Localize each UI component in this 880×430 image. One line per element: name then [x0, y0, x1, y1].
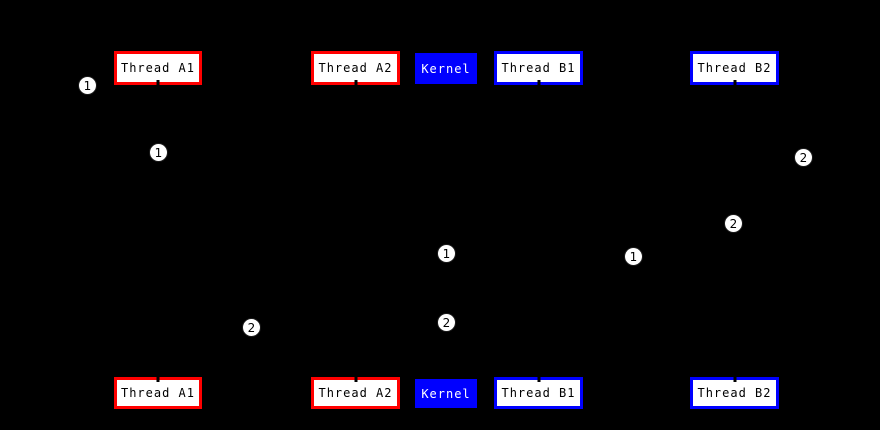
message-marker: 2	[724, 214, 743, 233]
message-marker-number: 2	[799, 150, 808, 165]
message-marker-number: 2	[729, 216, 738, 231]
lifeline-stub	[733, 80, 736, 86]
message-marker-number: 1	[629, 249, 638, 264]
message-marker: 1	[78, 76, 97, 95]
entity-box-thread-a2-bottom: Thread A2	[311, 376, 400, 409]
entity-label-thread-b2-bottom: Thread B2	[697, 386, 772, 400]
entity-label-thread-a1-bottom: Thread A1	[120, 386, 196, 400]
entity-label-thread-a2-bottom: Thread A2	[318, 386, 393, 400]
entity-box-thread-b2-top: Thread B2	[690, 51, 779, 86]
entity-label-thread-b1-bottom: Thread B1	[501, 386, 576, 400]
lifeline-stub	[354, 80, 357, 86]
message-marker-number: 2	[442, 315, 451, 330]
lifeline-stub	[733, 376, 736, 382]
message-marker: 1	[437, 244, 456, 263]
lifeline-stub	[156, 80, 160, 86]
entity-box-kernel-bottom: Kernel	[415, 379, 477, 408]
message-marker: 1	[624, 247, 643, 266]
entity-box-thread-a2-top: Thread A2	[311, 51, 400, 86]
entity-label-thread-b2-top: Thread B2	[697, 61, 772, 75]
message-marker: 2	[242, 318, 261, 337]
entity-box-thread-a1-bottom: Thread A1	[114, 376, 202, 409]
message-marker-number: 2	[247, 320, 256, 335]
entity-label-thread-a1-top: Thread A1	[120, 61, 196, 75]
lifeline-stub	[354, 376, 357, 382]
entity-label-kernel-top: Kernel	[421, 61, 471, 76]
entity-box-thread-a1-top: Thread A1	[114, 51, 202, 86]
lifeline-stub	[537, 80, 540, 86]
entity-label-kernel-bottom: Kernel	[421, 386, 471, 401]
message-marker: 1	[149, 143, 168, 162]
entity-box-kernel-top: Kernel	[415, 53, 477, 84]
lifeline-stub	[537, 376, 540, 382]
entity-box-thread-b1-bottom: Thread B1	[494, 376, 583, 409]
message-marker: 2	[794, 148, 813, 167]
entity-box-thread-b1-top: Thread B1	[494, 51, 583, 86]
message-marker-number: 1	[442, 246, 451, 261]
message-marker-number: 1	[83, 78, 92, 93]
lifeline-stub	[156, 376, 160, 382]
entity-box-thread-b2-bottom: Thread B2	[690, 376, 779, 409]
entity-label-thread-a2-top: Thread A2	[318, 61, 393, 75]
message-marker-number: 1	[154, 145, 163, 160]
message-marker: 2	[437, 313, 456, 332]
entity-label-thread-b1-top: Thread B1	[501, 61, 576, 75]
